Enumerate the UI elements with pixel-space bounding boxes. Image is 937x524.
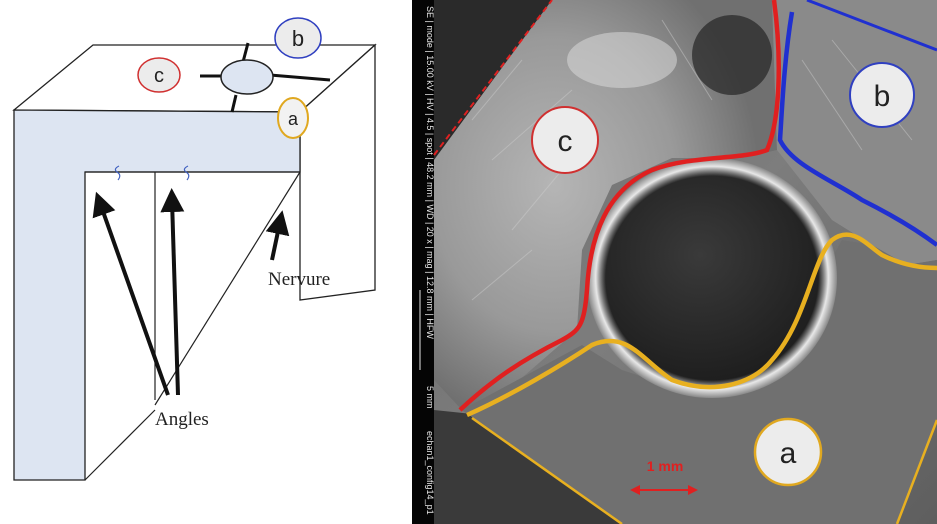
- zone-c-boundary: [458, 0, 781, 412]
- schematic-diagram: c b a Nervure Angles: [12, 17, 377, 481]
- label-c: c: [154, 65, 164, 87]
- angle-arrow-right: [160, 188, 185, 396]
- label-a: a: [288, 109, 299, 129]
- fastener-tick: [230, 94, 238, 113]
- label-b-circle: [274, 17, 322, 59]
- sem-info-file: echan1_config14_p1: [425, 431, 435, 515]
- inner-edge-bottom: [84, 409, 156, 481]
- angles-label: Angles: [155, 409, 209, 430]
- sem-label-b-circle: [849, 62, 915, 128]
- sem-info-scale: 5 mm: [425, 386, 435, 409]
- sem-micrograph: SE | mode | 15.00 kV | HV | 4.5 | spot |…: [412, 0, 937, 524]
- fastener-hole: [220, 59, 274, 95]
- angle-squiggle: [114, 165, 121, 181]
- nervure-label: Nervure: [268, 269, 330, 290]
- zone-c-boundary: [433, 0, 553, 156]
- nervure-arrow: [265, 210, 290, 261]
- sem-bright-burr: [567, 32, 677, 88]
- sem-info-text: SE | mode | 15.00 kV | HV | 4.5 | spot |…: [425, 6, 435, 339]
- label-c-circle: [137, 57, 181, 93]
- fastener-tick: [241, 42, 250, 63]
- sem-label-c: c: [558, 125, 573, 158]
- sem-texture-streaks: [471, 19, 913, 301]
- sem-scale-arrowhead-right: [688, 485, 698, 495]
- sem-scale-label: 1 mm: [647, 458, 684, 474]
- sem-hole-rim: [587, 158, 837, 398]
- sem-dark-patch: [692, 15, 772, 95]
- label-b: b: [292, 26, 304, 51]
- sem-outer-region-bottom: [434, 410, 622, 524]
- sem-info-sidebar: [412, 0, 434, 524]
- zone-b-boundary: [806, 0, 937, 52]
- sem-label-c-circle: [531, 106, 599, 174]
- zone-a-boundary: [471, 416, 623, 524]
- sem-zone-c-surface: [434, 0, 777, 410]
- angle-arrow-left: [92, 191, 170, 396]
- sem-scale-arrowhead-left: [630, 485, 640, 495]
- fastener-tick: [269, 73, 331, 82]
- sem-label-a: a: [780, 437, 797, 470]
- zone-a-boundary: [466, 232, 937, 418]
- label-a-circle: [277, 97, 309, 139]
- angle-squiggle: [183, 165, 190, 181]
- zone-a-boundary: [895, 419, 937, 524]
- zone-b-boundary: [777, 11, 937, 247]
- sem-label-a-circle: [753, 417, 823, 487]
- sem-label-b: b: [874, 80, 891, 113]
- box-right-face: [299, 43, 376, 301]
